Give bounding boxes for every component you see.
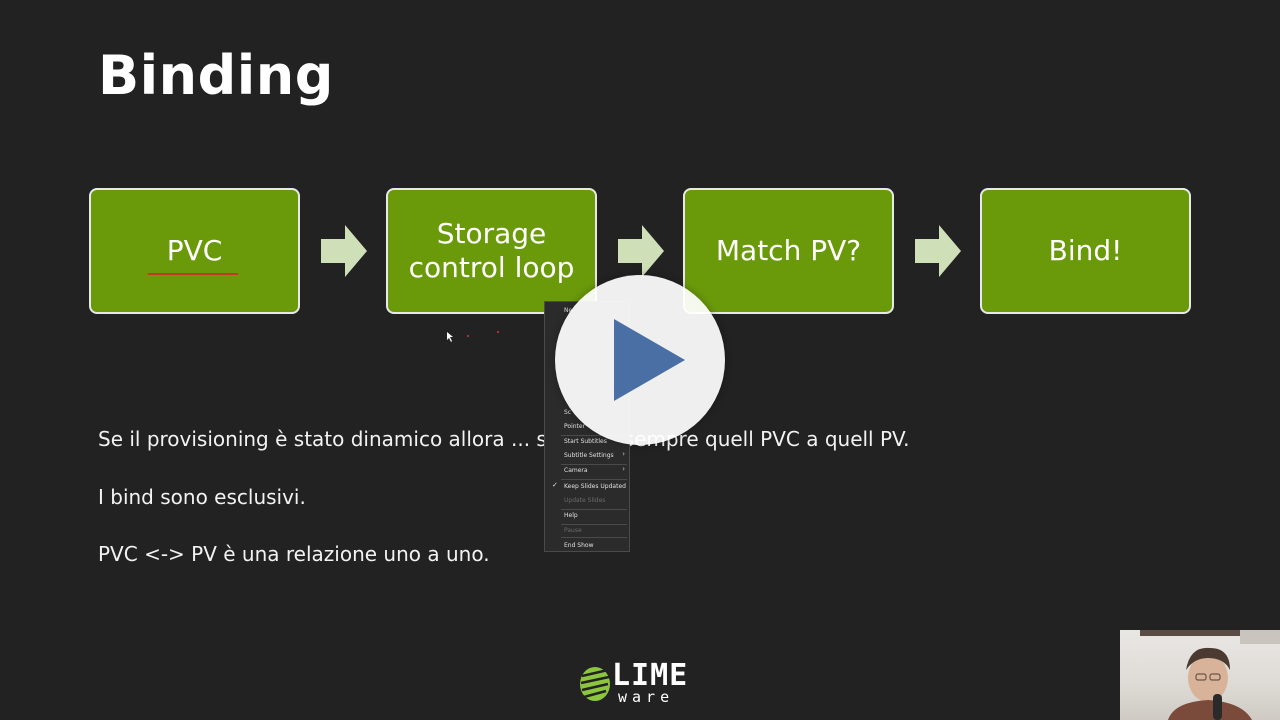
menu-separator	[561, 464, 627, 465]
lime-logo-icon	[580, 667, 610, 701]
flow-step-bind: Bind!	[980, 188, 1191, 314]
flow-step-label: Storage control loop	[408, 217, 575, 284]
presenter-avatar	[1140, 630, 1280, 720]
menu-item-pause: Pause	[564, 527, 582, 534]
laser-dot	[497, 331, 499, 333]
flow-step-label: Bind!	[1048, 234, 1123, 267]
menu-item-next[interactable]: Ne	[564, 307, 573, 314]
menu-separator	[561, 479, 627, 480]
menu-item-start-subtitles[interactable]: Start Subtitles	[564, 438, 607, 445]
checkmark-icon: ✓	[552, 481, 558, 489]
arrow-right-icon	[618, 225, 664, 277]
menu-item-pointer-options[interactable]: Pointer	[564, 423, 586, 430]
play-button[interactable]	[555, 275, 725, 445]
limeware-logo: LIME ware	[578, 660, 704, 710]
menu-separator	[561, 509, 627, 510]
logo-subtext: ware	[618, 688, 675, 706]
flow-step-label: Match PV?	[715, 234, 862, 267]
arrow-right-icon	[321, 225, 367, 277]
paragraph-provisioning: Se il provisioning è stato dinamico allo…	[98, 427, 910, 451]
flow-step-label: PVC	[166, 234, 223, 267]
arrow-right-icon	[915, 225, 961, 277]
paragraph-bind-exclusive: I bind sono esclusivi.	[98, 485, 306, 509]
menu-separator	[561, 524, 627, 525]
annotation-underline	[148, 273, 238, 275]
menu-separator	[561, 537, 627, 538]
menu-item-help[interactable]: Help	[564, 512, 578, 519]
menu-item-label: Subtitle Settings	[564, 452, 614, 459]
play-icon	[614, 319, 685, 401]
paragraph-one-to-one: PVC <-> PV è una relazione uno a uno.	[98, 542, 490, 566]
laser-dot	[467, 335, 469, 337]
mouse-pointer-icon	[447, 332, 453, 342]
menu-item-screen[interactable]: Sc	[564, 409, 572, 416]
flow-step-match-pv: Match PV?	[683, 188, 894, 314]
menu-item-subtitle-settings[interactable]: Subtitle Settings	[564, 451, 627, 461]
webcam-overlay	[1120, 630, 1280, 720]
chevron-right-icon: ›	[622, 465, 625, 473]
menu-item-keep-slides-updated[interactable]: Keep Slides Updated	[564, 483, 626, 490]
slide-title: Binding	[98, 44, 334, 107]
flow-step-storage-control-loop: Storage control loop	[386, 188, 597, 314]
chevron-right-icon: ›	[622, 450, 625, 458]
flow-step-pvc: PVC	[89, 188, 300, 314]
logo-text: LIME	[612, 658, 689, 693]
menu-item-camera[interactable]: Camera	[564, 467, 588, 474]
menu-separator	[561, 435, 627, 436]
menu-item-update-slides: Update Slides	[564, 497, 606, 504]
menu-item-end-show[interactable]: End Show	[564, 542, 594, 549]
